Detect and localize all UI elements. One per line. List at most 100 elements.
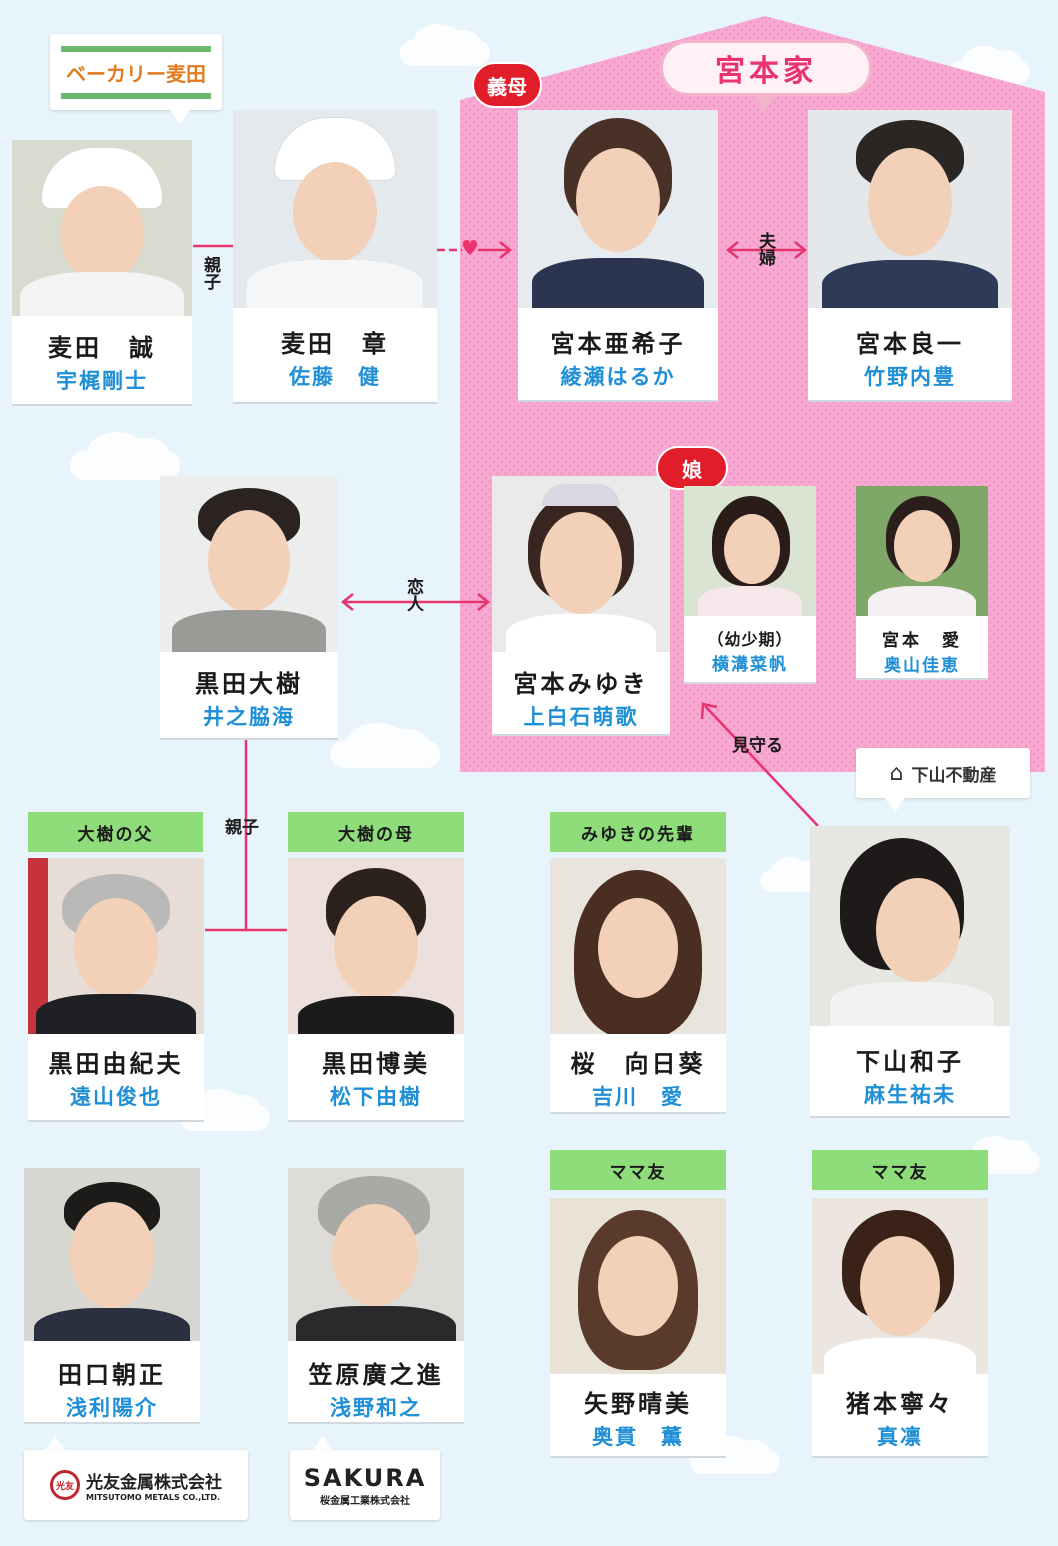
mitsutomo-name-en: MITSUTOMO METALS CO.,LTD. xyxy=(86,1493,221,1502)
character-name: 矢野晴美 xyxy=(584,1390,692,1418)
character-name: 黒田大樹 xyxy=(195,670,303,698)
character-card-daiki[interactable]: 黒田大樹 井之脇海 xyxy=(160,476,338,738)
character-photo xyxy=(24,1168,200,1341)
actor-name: 竹野内豊 xyxy=(864,365,956,389)
actor-name: 浅利陽介 xyxy=(66,1396,158,1420)
character-card-miyuki-young[interactable]: （幼少期） 横溝菜帆 xyxy=(684,486,816,682)
bakery-logo: ベーカリー麦田 xyxy=(50,34,222,110)
actor-name: 麻生祐未 xyxy=(864,1083,956,1107)
mitsutomo-mark-icon: 光友 xyxy=(50,1470,80,1500)
character-photo xyxy=(550,1198,726,1374)
house-title-pointer xyxy=(752,94,776,112)
cloud xyxy=(400,24,490,66)
logo-stripe xyxy=(61,45,211,52)
house-roof-icon: ⌂ xyxy=(889,760,904,786)
relation-koibito: 恋人 xyxy=(403,578,423,612)
character-photo xyxy=(518,110,718,308)
character-photo xyxy=(12,140,192,316)
tag-miyuki-senpai: みゆきの先輩 xyxy=(550,812,726,852)
tag-mamatomo-inomoto: ママ友 xyxy=(812,1150,988,1190)
character-name: 黒田由紀夫 xyxy=(48,1050,184,1078)
actor-name: 横溝菜帆 xyxy=(712,655,788,675)
relation-oyako-makoto-akira: 親子 xyxy=(200,256,220,290)
logo-pointer xyxy=(170,110,190,124)
character-card-kazuko[interactable]: 下山和子 麻生祐未 xyxy=(810,826,1010,1116)
actor-name: 綾瀬はるか xyxy=(560,365,676,389)
character-card-ryoichi[interactable]: 宮本良一 竹野内豊 xyxy=(808,110,1012,400)
tag-daiki-mother: 大樹の母 xyxy=(288,812,464,852)
realestate-name: 下山不動産 xyxy=(911,765,997,786)
character-photo xyxy=(492,476,670,652)
character-card-yukio[interactable]: 黒田由紀夫 遠山俊也 xyxy=(28,858,204,1120)
character-card-yano[interactable]: 矢野晴美 奥貫 薫 xyxy=(550,1198,726,1456)
character-card-miyuki[interactable]: 宮本みゆき 上白石萌歌 xyxy=(492,476,670,734)
character-name: 宮本みゆき xyxy=(513,670,649,698)
house-title: 宮本家 xyxy=(715,54,817,89)
character-photo xyxy=(288,858,464,1034)
badge-giba: 義母 xyxy=(472,62,542,108)
actor-name: 真凛 xyxy=(877,1425,923,1449)
character-card-kasahara[interactable]: 笠原廣之進 浅野和之 xyxy=(288,1168,464,1422)
heart-icon xyxy=(462,240,478,255)
mitsutomo-logo: 光友 光友金属株式会社 MITSUTOMO METALS CO.,LTD. xyxy=(24,1450,248,1520)
actor-name: 奥貫 薫 xyxy=(592,1425,684,1449)
sakura-name-jp: 桜金属工業株式会社 xyxy=(320,1495,410,1507)
character-card-akiko[interactable]: 宮本亜希子 綾瀬はるか xyxy=(518,110,718,400)
sakura-logo: SAKURA 桜金属工業株式会社 xyxy=(290,1450,440,1520)
actor-name: 浅野和之 xyxy=(330,1396,422,1420)
character-photo xyxy=(160,476,338,652)
actor-name: 上白石萌歌 xyxy=(523,705,639,729)
character-photo xyxy=(808,110,1012,308)
actor-name: 奥山佳恵 xyxy=(884,656,960,676)
character-name: 黒田博美 xyxy=(322,1050,430,1078)
character-photo xyxy=(550,858,726,1034)
character-photo xyxy=(856,486,988,616)
character-name: 麦田 章 xyxy=(281,330,389,358)
character-photo xyxy=(684,486,816,616)
character-name: 桜 向日葵 xyxy=(570,1050,706,1078)
character-card-hiromi[interactable]: 黒田博美 松下由樹 xyxy=(288,858,464,1120)
character-name: 宮本亜希子 xyxy=(550,330,686,358)
sakura-name-en: SAKURA xyxy=(303,1463,427,1492)
badge-musume: 娘 xyxy=(656,446,728,490)
relation-mimamoru: 見守る xyxy=(732,736,783,756)
character-name: 笠原廣之進 xyxy=(308,1361,444,1389)
character-name: 猪本寧々 xyxy=(846,1390,954,1418)
character-photo xyxy=(28,858,204,1034)
logo-stripe xyxy=(61,92,211,99)
character-card-inomoto[interactable]: 猪本寧々 真凛 xyxy=(812,1198,988,1456)
actor-name: 吉川 愛 xyxy=(592,1085,684,1109)
tag-mamatomo-yano: ママ友 xyxy=(550,1150,726,1190)
actor-name: 宇梶剛士 xyxy=(56,369,148,393)
actor-name: 井之脇海 xyxy=(203,705,295,729)
character-photo xyxy=(233,110,437,308)
character-card-taguchi[interactable]: 田口朝正 浅利陽介 xyxy=(24,1168,200,1422)
mitsutomo-name-jp: 光友金属株式会社 xyxy=(86,1473,222,1493)
realestate-logo: ⌂ 下山不動産 xyxy=(856,748,1030,798)
character-name: 麦田 誠 xyxy=(48,334,156,362)
character-photo xyxy=(812,1198,988,1374)
character-photo xyxy=(810,826,1010,1026)
cloud xyxy=(70,432,180,480)
character-card-makoto[interactable]: 麦田 誠 宇梶剛士 xyxy=(12,140,192,404)
character-name: 田口朝正 xyxy=(58,1361,166,1389)
logo-pointer xyxy=(885,798,905,812)
character-name: 宮本 愛 xyxy=(882,631,962,651)
relation-oyako-kuroda: 親子 xyxy=(225,818,259,838)
logo-pointer xyxy=(45,1436,65,1450)
actor-name: 佐藤 健 xyxy=(289,365,381,389)
character-card-ai[interactable]: 宮本 愛 奥山佳恵 xyxy=(856,486,988,678)
actor-name: 遠山俊也 xyxy=(70,1085,162,1109)
character-name: （幼少期） xyxy=(707,630,793,649)
character-card-himawari[interactable]: 桜 向日葵 吉川 愛 xyxy=(550,858,726,1112)
character-name: 宮本良一 xyxy=(856,330,964,358)
logo-pointer xyxy=(313,1436,333,1450)
cloud xyxy=(330,723,440,768)
tag-daiki-father: 大樹の父 xyxy=(28,812,203,852)
relation-fuufu: 夫婦 xyxy=(755,232,775,266)
character-name: 下山和子 xyxy=(856,1048,964,1076)
character-card-akira[interactable]: 麦田 章 佐藤 健 xyxy=(233,110,437,402)
house-title-banner: 宮本家 xyxy=(660,40,872,96)
actor-name: 松下由樹 xyxy=(330,1085,422,1109)
